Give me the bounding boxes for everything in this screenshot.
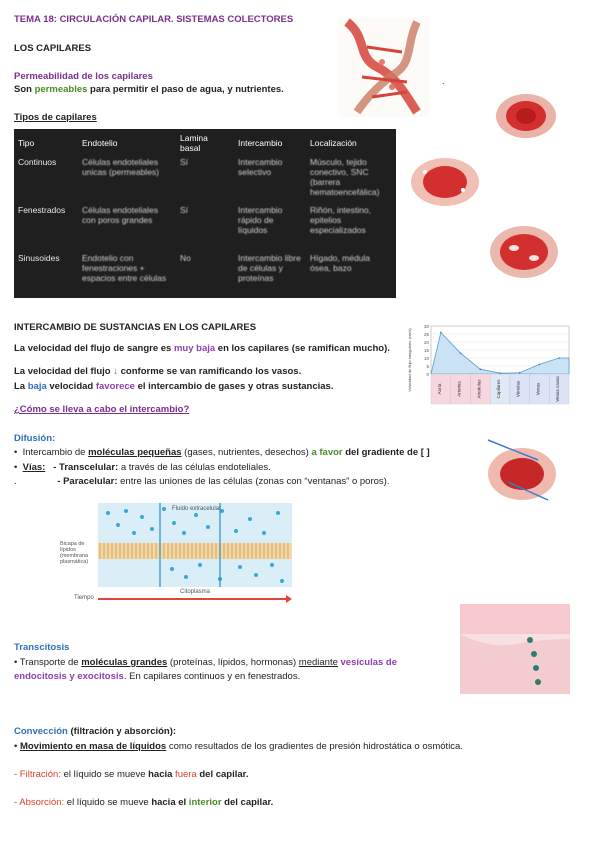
table-header: Localización [310, 138, 357, 148]
table-cell: Intercambio rápido de líquidos [238, 205, 283, 235]
table-header: Endotelio [82, 138, 118, 148]
types-title: Tipos de capilares [14, 112, 97, 123]
difusion-bullet-2: • Vías: - Transcelular: a través de las … [14, 462, 271, 473]
table-cell: Intercambio selectivo [238, 157, 283, 177]
permeability-text: Son permeables para permitir el paso de … [14, 84, 284, 95]
section-title-intercambio: INTERCAMBIO DE SUSTANCIAS EN LOS CAPILAR… [14, 322, 257, 333]
cytoplasm-label: Citoplasma [180, 589, 211, 595]
table-cell: Intercambio libre de células y proteínas [238, 253, 301, 283]
membrane-diffusion-diagram: Fluido extracelular Bicapa de lípidos (m… [60, 503, 292, 605]
difusion-bullet-1: • Intercambio de moléculas pequeñas (gas… [14, 447, 430, 458]
x-tick-label: Capilares [496, 379, 501, 399]
category-box [549, 373, 570, 405]
data-point [479, 368, 482, 370]
data-point [459, 352, 462, 354]
data-point [558, 357, 560, 359]
y-tick-label: 25 [424, 332, 430, 337]
y-tick-label: 0 [426, 372, 429, 377]
table-cell: No [180, 253, 191, 263]
table-cell: Músculo, tejido conectivo, SNC (barrera … [310, 157, 380, 197]
x-tick-label: Aorta [437, 383, 442, 394]
difusion-title: Difusión: [14, 433, 56, 444]
table-cell: Células endoteliales unicas (permeables) [82, 157, 160, 177]
table-cell: Sinusoides [18, 253, 60, 263]
table-header: Tipo [18, 138, 35, 148]
capillary-types-table: Tipo Endotelio Lamina basal Intercambio … [14, 129, 396, 298]
x-tick-label: Vénulas [516, 380, 521, 397]
absorcion-text: - Absorción: el líquido se mueve hacia e… [14, 797, 274, 808]
data-point [440, 331, 442, 334]
decorative-dot: . [442, 76, 445, 86]
table-cell: Fenestrados [18, 205, 66, 215]
x-tick-label: Arteriolas [476, 379, 481, 399]
permeability-title: Permeabilidad de los capilares [14, 71, 153, 82]
capillary-network-illustration [337, 17, 429, 117]
fenestrated-capillary-illustration [405, 152, 505, 218]
table-cell: Sí [180, 205, 189, 215]
exchange-question: ¿Cómo se lleva a cabo el intercambio? [14, 404, 190, 415]
x-tick-label: Venas cavas [555, 375, 560, 401]
page-title: TEMA 18: CIRCULACIÓN CAPILAR. SISTEMAS C… [14, 14, 294, 25]
flow-speed-text: La velocidad del flujo de sangre es muy … [14, 343, 390, 354]
table-cell: Continuos [18, 157, 57, 167]
table-cell: Riñón, intestino, epitelios especializad… [310, 205, 371, 235]
section-title-capilares: LOS CAPILARES [14, 43, 92, 54]
low-speed-text: La baja velocidad favorece el intercambi… [14, 381, 334, 392]
data-point [499, 372, 501, 374]
membrane-label: Bicapa de lípidos (membrana plasmática) [60, 541, 89, 565]
table-header: Lamina basal [180, 133, 208, 153]
transcytosis-illustration [460, 604, 570, 694]
y-tick-label: 5 [426, 364, 429, 369]
filtracion-text: - Filtración: el líquido se mueve hacia … [14, 769, 249, 780]
diffusion-pathways-illustration [478, 430, 574, 518]
time-label: Tiempo [74, 595, 94, 601]
data-point [518, 371, 521, 374]
table-cell: Hígado, médula ósea, bazo [310, 253, 371, 273]
y-axis-label: Velocidad de flujo sanguíneo (cm/s) [407, 328, 412, 392]
sinusoid-capillary-illustration [484, 218, 576, 292]
continuous-capillary-illustration [488, 88, 576, 146]
x-tick-label: Venas [535, 382, 540, 395]
y-tick-label: 10 [424, 356, 430, 361]
y-tick-label: 20 [424, 340, 430, 345]
y-tick-label: 30 [424, 324, 430, 329]
transcitosis-text: • Transporte de moléculas grandes (prote… [14, 657, 398, 682]
flow-decrease-text: La velocidad del flujo ↓ conforme se van… [14, 366, 302, 377]
y-tick-label: 15 [424, 348, 430, 353]
conveccion-title: Convección (filtración y absorción): [14, 726, 177, 737]
table-cell: Endotelio con fenestraciones + espacios … [82, 253, 167, 283]
data-point [538, 363, 541, 366]
transcitosis-title: Transcitosis [14, 642, 70, 653]
table-cell: Sí [180, 157, 189, 167]
extracellular-label: Fluido extracelular [172, 506, 222, 512]
x-tick-label: Arterias [457, 381, 462, 397]
difusion-bullet-3: . - Paracelular: entre las uniones de la… [14, 476, 390, 487]
table-header: Intercambio [238, 138, 283, 148]
conveccion-bullet: • Movimiento en masa de líquidos como re… [14, 741, 463, 752]
table-cell: Células endoteliales con poros grandes [82, 205, 159, 225]
